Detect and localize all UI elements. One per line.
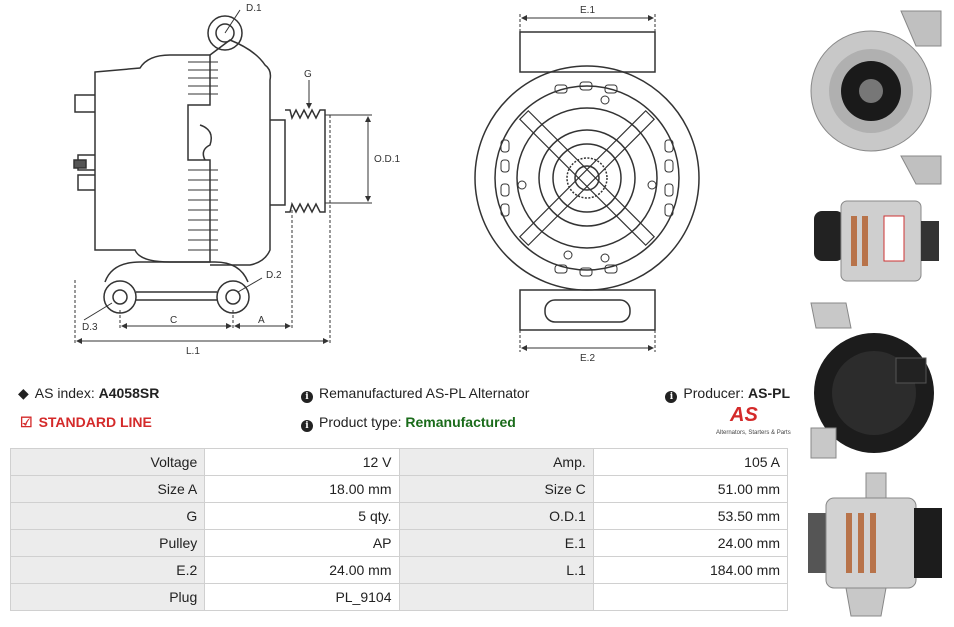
label-e1: E.1: [580, 5, 595, 16]
tag-icon: ◆: [18, 385, 29, 401]
standard-line-text: STANDARD LINE: [38, 414, 152, 430]
spec-value: 51.00 mm: [592, 475, 789, 503]
spec-label: O.D.1: [398, 502, 594, 530]
as-index-value: A4058SR: [98, 385, 160, 401]
as-index: ◆ AS index: A4058SR: [18, 384, 159, 402]
spec-value: 24.00 mm: [592, 529, 789, 557]
producer-value: AS-PL: [748, 385, 790, 401]
spec-value: 53.50 mm: [592, 502, 789, 530]
description-text: Remanufactured AS-PL Alternator: [319, 385, 530, 401]
spec-label: Voltage: [9, 448, 206, 476]
label-e2: E.2: [580, 353, 595, 364]
spec-value: 105 A: [592, 448, 789, 476]
as-logo: AS Alternators, Starters & Parts: [716, 404, 792, 440]
product-type-label: Product type:: [319, 414, 402, 430]
product-photo-pulley-side: [806, 468, 946, 620]
logo-tagline: Alternators, Starters & Parts: [716, 430, 791, 436]
spec-label: E.2: [9, 556, 206, 584]
label-g: G: [304, 69, 312, 80]
product-photo-rear: [806, 298, 946, 462]
producer-label: Producer:: [683, 385, 745, 401]
spec-value: 18.00 mm: [204, 475, 400, 503]
standard-line-badge: ☑ STANDARD LINE: [20, 413, 152, 431]
checkbox-icon: ☑: [20, 414, 33, 430]
spec-value: PL_9104: [204, 583, 400, 611]
spec-label: G: [9, 502, 206, 530]
spec-value: 24.00 mm: [204, 556, 400, 584]
info-icon: i: [301, 391, 313, 403]
label-l1: L.1: [186, 346, 200, 357]
side-view: [73, 15, 326, 314]
spec-label: Plug: [9, 583, 206, 611]
logo-mark: AS: [730, 404, 758, 426]
producer: i Producer: AS-PL: [665, 384, 790, 403]
label-a: A: [258, 315, 265, 326]
spec-label: Size A: [9, 475, 206, 503]
spec-label: E.1: [398, 529, 594, 557]
info-icon: i: [301, 420, 313, 432]
spec-label: Amp.: [398, 448, 594, 476]
spec-label: Size C: [398, 475, 594, 503]
spec-value: AP: [204, 529, 400, 557]
label-c: C: [170, 315, 177, 326]
label-od1: O.D.1: [374, 154, 401, 165]
side-dimensions: [74, 9, 372, 345]
front-view: [474, 31, 700, 331]
product-photo-front: [806, 6, 946, 186]
spec-value: 12 V: [204, 448, 400, 476]
spec-label: [398, 583, 594, 611]
spec-value: 184.00 mm: [592, 556, 789, 584]
label-d3: D.3: [82, 322, 98, 333]
label-d1: D.1: [246, 3, 262, 14]
info-icon: i: [665, 391, 678, 403]
technical-drawing: D.1 G O.D.1 D.2 D.3 C A L.1 E.1 E.2: [73, 3, 700, 364]
spec-value: 5 qty.: [204, 502, 400, 530]
as-index-label: AS index:: [34, 385, 95, 401]
front-dimensions: [519, 14, 656, 352]
description: i Remanufactured AS-PL Alternator: [301, 384, 529, 403]
product-photo-side: [806, 186, 946, 296]
product-type-value: Remanufactured: [405, 414, 516, 430]
spec-label: L.1: [398, 556, 594, 584]
spec-label: Pulley: [9, 529, 206, 557]
label-d2: D.2: [266, 270, 282, 281]
spec-value: [592, 583, 789, 611]
product-type: i Product type: Remanufactured: [301, 413, 516, 432]
